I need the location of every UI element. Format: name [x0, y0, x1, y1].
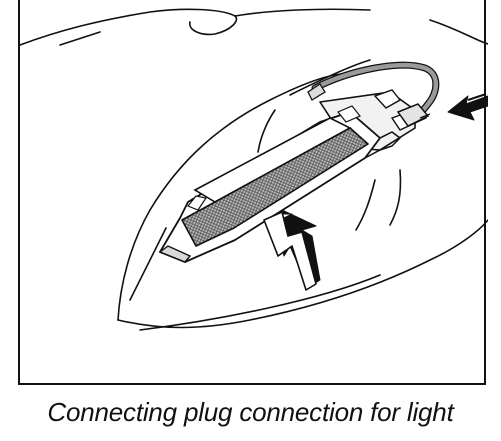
- arrow-insert-icon: [447, 93, 488, 121]
- illustration-frame: [18, 0, 488, 385]
- body-panel: [20, 8, 488, 331]
- light-unit: [158, 105, 402, 263]
- arrow-push-icon: [263, 209, 321, 291]
- technical-illustration: [20, 8, 488, 331]
- lens: [181, 127, 369, 247]
- plug-connector: [396, 103, 431, 127]
- figure-caption: Connecting plug connection for light: [47, 397, 454, 427]
